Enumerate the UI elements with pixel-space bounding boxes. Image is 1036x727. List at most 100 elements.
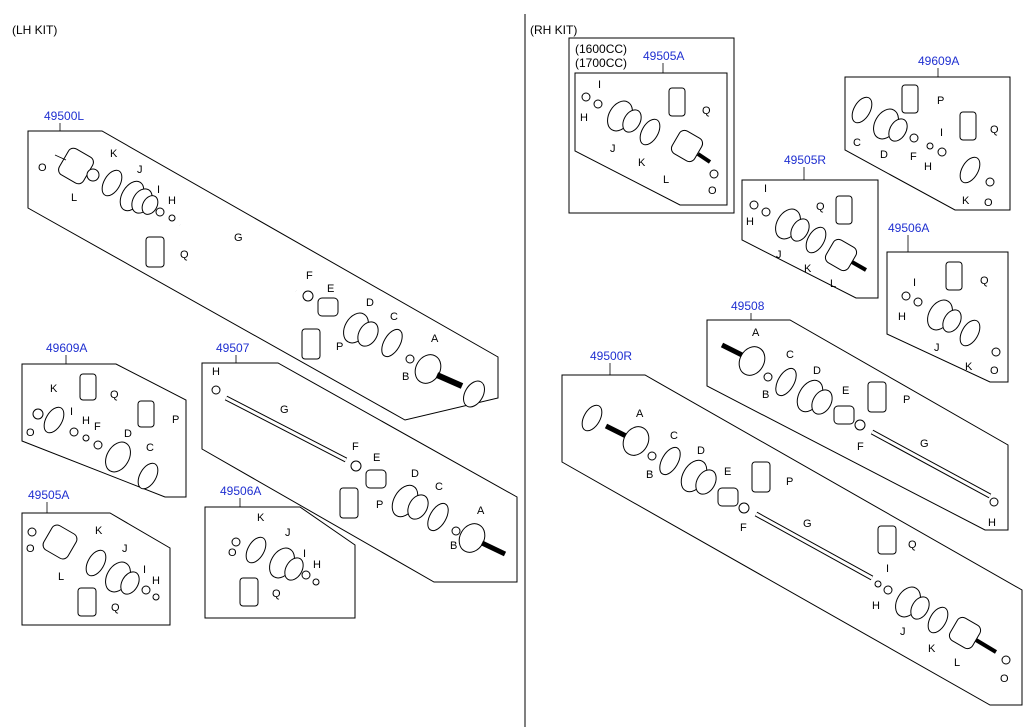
group-49505A-lh[interactable]: 49505A O K J L I H Q [21,488,171,626]
part-letter-q[interactable]: Q [908,539,917,551]
part-letter-c[interactable]: C [390,311,398,323]
part-number-49506A-lh[interactable]: 49506A [220,484,261,498]
part-letter-o[interactable]: O [26,427,35,439]
part-letter-q[interactable]: Q [272,588,281,600]
part-letter-b[interactable]: B [402,371,409,383]
part-letter-h[interactable]: H [580,112,588,124]
part-number-49505A-rh[interactable]: 49505A [643,49,684,63]
part-letter-l[interactable]: L [830,278,836,290]
part-letter-f[interactable]: F [857,441,864,453]
part-letter-h[interactable]: H [988,517,996,529]
part-letter-i[interactable]: I [940,127,943,139]
part-letter-a[interactable]: A [431,333,439,345]
part-letter-k[interactable]: K [965,361,973,373]
part-letter-h[interactable]: H [746,216,754,228]
part-letter-k[interactable]: K [50,383,58,395]
part-letter-f[interactable]: F [740,522,747,534]
part-letter-k[interactable]: K [638,157,646,169]
part-letter-j[interactable]: J [776,249,782,261]
part-letter-d[interactable]: D [697,445,705,457]
part-letter-h[interactable]: H [152,575,160,587]
part-number-49505R[interactable]: 49505R [784,153,826,167]
part-letter-d[interactable]: D [880,149,888,161]
part-letter-d[interactable]: D [124,428,132,440]
part-number-49500L[interactable]: 49500L [44,109,84,123]
group-49609A-rh[interactable]: 49609A P C D I F H Q K O [844,54,1011,211]
group-49505R[interactable]: 49505R I Q H J K L [741,153,879,299]
part-letter-k[interactable]: K [110,148,118,160]
part-letter-f[interactable]: F [94,421,101,433]
part-letter-g[interactable]: G [234,232,243,244]
part-letter-k[interactable]: K [928,643,936,655]
part-letter-c[interactable]: C [786,349,794,361]
part-letter-d[interactable]: D [813,365,821,377]
group-49506A-lh[interactable]: 49506A O K J I H Q [204,484,356,619]
part-letter-o[interactable]: O [1000,673,1009,685]
part-letter-p[interactable]: P [786,476,793,488]
part-letter-o[interactable]: O [984,197,993,209]
part-letter-k[interactable]: K [804,263,812,275]
part-letter-c[interactable]: C [435,481,443,493]
part-letter-e[interactable]: E [724,466,731,478]
group-49609A-lh[interactable]: 49609A K O Q I H F D P C [21,341,187,498]
part-letter-i[interactable]: I [303,548,306,560]
part-letter-f[interactable]: F [306,270,313,282]
part-letter-g[interactable]: G [280,404,289,416]
group-49500R[interactable]: 49500R A C D E B P F G Q I H J K [561,349,1023,706]
part-letter-o[interactable]: O [228,547,237,559]
part-letter-l[interactable]: L [663,174,669,186]
part-letter-b[interactable]: B [450,540,457,552]
part-letter-q[interactable]: Q [180,249,189,261]
part-letter-h[interactable]: H [212,366,220,378]
part-letter-o[interactable]: O [38,162,47,174]
part-letter-d[interactable]: D [411,468,419,480]
part-letter-i[interactable]: I [70,406,73,418]
part-letter-e[interactable]: E [373,452,380,464]
part-number-49500R[interactable]: 49500R [590,349,632,363]
part-number-49507[interactable]: 49507 [216,341,250,355]
part-letter-o[interactable]: O [708,185,717,197]
part-letter-q[interactable]: Q [990,124,999,136]
part-letter-h[interactable]: H [168,195,176,207]
part-number-49609A-rh[interactable]: 49609A [918,54,959,68]
part-letter-p[interactable]: P [336,341,343,353]
part-letter-o[interactable]: O [990,365,999,377]
part-letter-o[interactable]: O [26,543,35,555]
part-letter-f[interactable]: F [352,441,359,453]
part-letter-q[interactable]: Q [980,275,989,287]
part-letter-e[interactable]: E [327,283,334,295]
group-49507[interactable]: 49507 H G F E D C P B A [201,341,518,583]
group-49506A-rh[interactable]: 49506A I Q H J K O [886,221,1009,383]
part-letter-k[interactable]: K [257,512,265,524]
part-number-49505A-lh[interactable]: 49505A [28,488,69,502]
part-letter-i[interactable]: I [157,184,160,196]
part-number-49508[interactable]: 49508 [731,299,765,313]
part-letter-j[interactable]: J [122,543,128,555]
part-letter-a[interactable]: A [752,327,760,339]
part-letter-c[interactable]: C [146,442,154,454]
part-letter-p[interactable]: P [937,95,944,107]
group-49508[interactable]: 49508 A C D E B P F G H [706,299,1009,531]
part-letter-q[interactable]: Q [816,201,825,213]
part-letter-l[interactable]: L [58,571,64,583]
part-letter-f[interactable]: F [910,151,917,163]
part-letter-c[interactable]: C [853,137,861,149]
part-letter-q[interactable]: Q [110,389,119,401]
group-49505A-rh[interactable]: (1600CC) (1700CC) 49505A I H Q J K L O [568,37,735,214]
part-letter-d[interactable]: D [366,297,374,309]
part-letter-g[interactable]: G [803,518,812,530]
part-letter-k[interactable]: K [962,195,970,207]
part-letter-g[interactable]: G [920,438,929,450]
part-letter-l[interactable]: L [954,657,960,669]
part-letter-b[interactable]: B [646,469,653,481]
part-letter-j[interactable]: J [610,143,616,155]
part-number-49506A-rh[interactable]: 49506A [888,221,929,235]
part-letter-h[interactable]: H [82,415,90,427]
part-number-49609A-lh[interactable]: 49609A [46,341,87,355]
part-letter-j[interactable]: J [934,342,940,354]
part-letter-q[interactable]: Q [702,105,711,117]
part-letter-h[interactable]: H [313,559,321,571]
part-letter-i[interactable]: I [764,183,767,195]
part-letter-j[interactable]: J [285,527,291,539]
part-letter-i[interactable]: I [143,564,146,576]
